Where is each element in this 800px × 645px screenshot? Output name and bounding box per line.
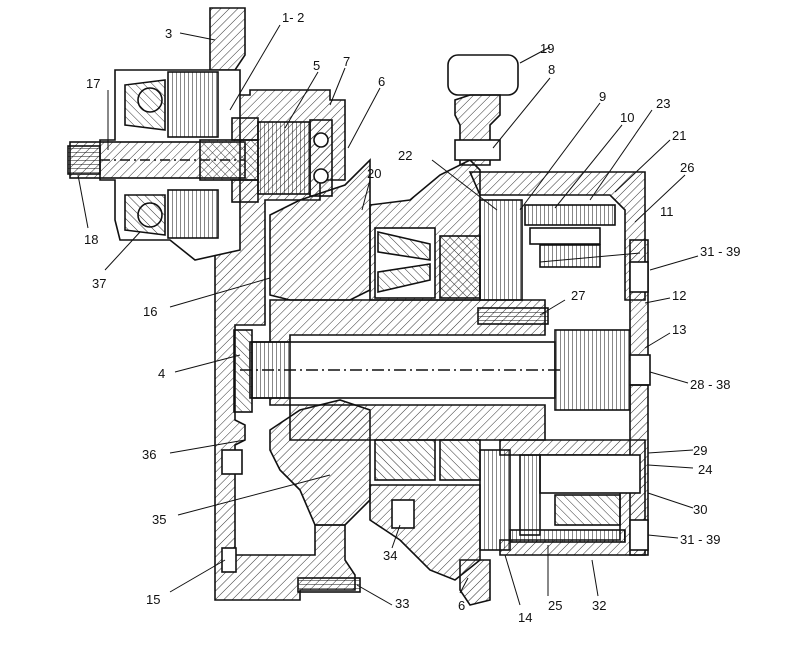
callout-22: 22 <box>398 148 412 163</box>
callout-20: 20 <box>367 166 381 181</box>
callout-6-lower: 6 <box>458 598 465 613</box>
callout-30: 30 <box>693 502 707 517</box>
top-flange <box>209 7 246 71</box>
brake-piston-lower <box>124 194 166 236</box>
bolt-34 <box>391 499 415 529</box>
shaft-end-cap <box>233 329 253 413</box>
planet-gear-upper <box>539 244 601 268</box>
callout-10: 10 <box>620 110 634 125</box>
breather-cap-19 <box>447 54 519 96</box>
callout-5: 5 <box>313 58 320 73</box>
plug-28-38 <box>629 354 651 386</box>
callout-29: 29 <box>693 443 707 458</box>
plug-36 <box>221 449 243 475</box>
bearing-7 <box>309 119 333 197</box>
input-spline <box>67 145 101 175</box>
callout-11: 11 <box>660 204 674 219</box>
tapered-bearing-upper-right <box>439 235 481 299</box>
callout-9: 9 <box>599 89 606 104</box>
brake-piston-upper <box>124 79 166 131</box>
tapered-bearing-lower-right <box>439 439 481 481</box>
callout-labels: 1- 2 3 4 5 6 6 7 8 9 10 11 12 13 14 15 1… <box>84 10 740 625</box>
bolt-33 <box>297 577 361 593</box>
callout-31-39-lower: 31 - 39 <box>680 532 720 547</box>
plug-15 <box>221 547 237 573</box>
bolt-8 <box>454 139 501 161</box>
callout-21: 21 <box>672 128 686 143</box>
callout-31-39-upper: 31 - 39 <box>700 244 740 259</box>
ring-gear-25 <box>509 529 626 543</box>
ring-gear-housing-upper <box>468 171 646 301</box>
callout-8: 8 <box>548 62 555 77</box>
callout-36: 36 <box>142 447 156 462</box>
brake-spring-lower <box>137 202 163 228</box>
input-pinion <box>199 139 259 181</box>
callout-27: 27 <box>571 288 585 303</box>
callout-19: 19 <box>540 41 554 56</box>
callout-33: 33 <box>395 596 409 611</box>
callout-28-38: 28 - 38 <box>690 377 730 392</box>
bearing-left-upper <box>231 117 259 141</box>
callout-23: 23 <box>656 96 670 111</box>
right-cover-upper <box>629 239 649 361</box>
callout-32: 32 <box>592 598 606 613</box>
callout-18: 18 <box>84 232 98 247</box>
callout-15: 15 <box>146 592 160 607</box>
sun-gear-11 <box>554 329 631 411</box>
callout-1-2: 1- 2 <box>282 10 304 25</box>
bearing-left-lower <box>231 179 259 203</box>
tapered-bearing-lower-left <box>374 439 436 481</box>
callout-13: 13 <box>672 322 686 337</box>
brake-spring-upper <box>137 87 163 113</box>
callout-12: 12 <box>672 288 686 303</box>
bottom-flange-6 <box>459 559 491 606</box>
callout-37: 37 <box>92 276 106 291</box>
leader-lines <box>77 24 699 606</box>
planet-pin-29 <box>539 454 641 494</box>
input-gear-5 <box>257 121 311 195</box>
brake-disc-pack-lower <box>167 189 219 239</box>
gear-22 <box>479 199 523 301</box>
callout-24: 24 <box>698 462 712 477</box>
brake-disc-pack-upper <box>167 71 219 138</box>
ring-gear-23 <box>524 204 616 226</box>
callout-25: 25 <box>548 598 562 613</box>
callout-6-upper: 6 <box>378 74 385 89</box>
plug-31-39-lower <box>629 519 649 551</box>
planet-gear-30 <box>519 454 541 536</box>
callout-14: 14 <box>518 610 532 625</box>
planet-pin-upper <box>529 227 601 245</box>
callout-26: 26 <box>680 160 694 175</box>
callout-3: 3 <box>165 26 172 41</box>
bearing-lower-right <box>554 494 621 526</box>
plug-31-39-upper <box>629 261 649 293</box>
callout-7: 7 <box>343 54 350 69</box>
callout-35: 35 <box>152 512 166 527</box>
gear-lower-idler <box>479 449 511 551</box>
callout-16: 16 <box>143 304 157 319</box>
callout-4: 4 <box>158 366 165 381</box>
callout-34: 34 <box>383 548 397 563</box>
bolt-27 <box>477 307 549 325</box>
callout-17: 17 <box>86 76 100 91</box>
